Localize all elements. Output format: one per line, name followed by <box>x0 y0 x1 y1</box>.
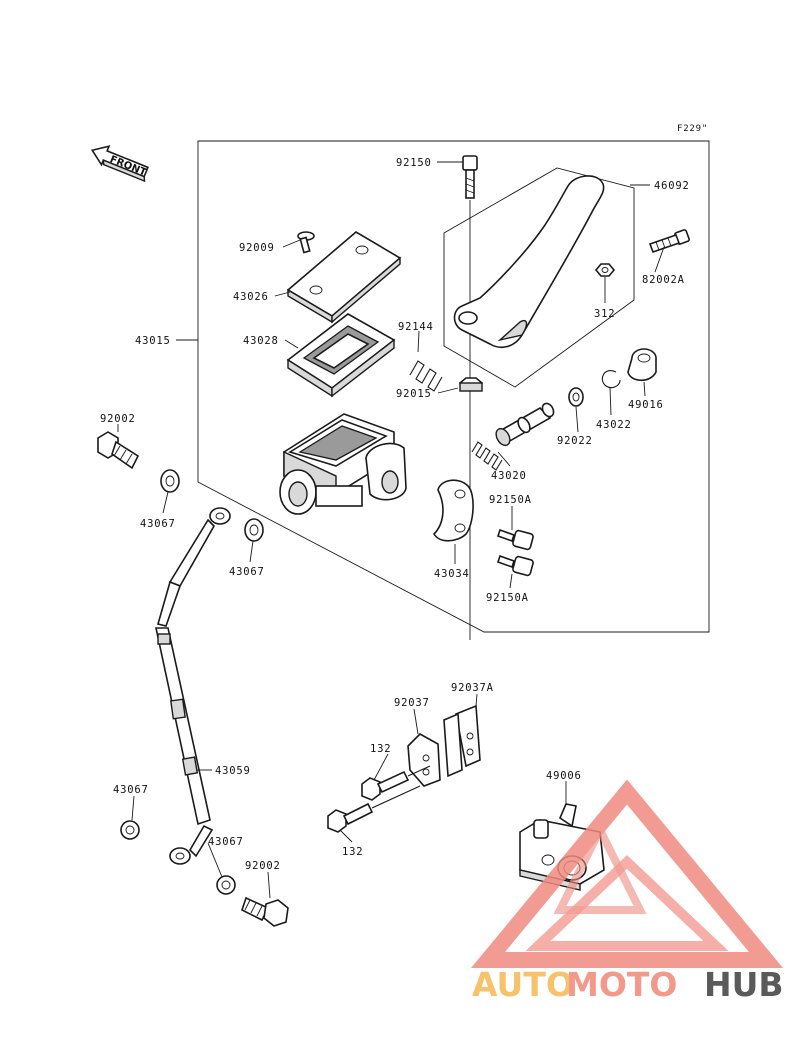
label-92002-upper: 92002 <box>100 413 136 425</box>
assembly-outline <box>197 140 710 633</box>
piston-washer <box>568 387 584 407</box>
label-43059: 43059 <box>215 765 251 777</box>
clamp-bolt-lower <box>496 554 534 577</box>
handlebar-clamp <box>432 479 474 542</box>
label-43034: 43034 <box>434 568 470 580</box>
label-43028: 43028 <box>243 335 279 347</box>
label-46092: 46092 <box>654 180 690 192</box>
label-43067-c: 43067 <box>113 784 149 796</box>
label-92015: 92015 <box>396 388 432 400</box>
label-49006: 49006 <box>546 770 582 782</box>
label-43067-a: 43067 <box>140 518 176 530</box>
label-43067-d: 43067 <box>208 836 244 848</box>
clamp-bolt-upper <box>496 528 534 551</box>
label-92150: 92150 <box>396 157 432 169</box>
copper-washer-c <box>120 820 140 840</box>
pivot-bolt <box>462 155 478 640</box>
dust-boot <box>627 348 657 382</box>
hose-bracket-b <box>407 733 441 787</box>
label-132-lower: 132 <box>342 846 363 858</box>
banjo-bolt-lower <box>241 896 289 927</box>
label-92037A: 92037A <box>451 682 494 694</box>
piston-kit <box>471 402 555 471</box>
bracket-bolt-lower <box>327 785 421 833</box>
label-92144: 92144 <box>398 321 434 333</box>
reservoir-diaphragm <box>286 313 396 398</box>
watermark-text-auto: AUTO <box>472 965 574 1004</box>
label-43020: 43020 <box>491 470 527 482</box>
part-labels: 92150 46092 92009 43026 82002A 43028 921… <box>100 157 690 872</box>
banjo-bolt-upper <box>97 431 140 470</box>
circlip <box>601 370 621 389</box>
watermark-text-hub: HUB <box>704 965 784 1004</box>
label-92037: 92037 <box>394 697 430 709</box>
leader-lines <box>117 161 665 899</box>
brake-hose <box>155 507 231 865</box>
watermark-text-moto: MOTO <box>566 965 677 1004</box>
front-arrow: FRONT <box>90 145 149 183</box>
reservoir-screw <box>297 231 315 254</box>
brake-lever <box>443 167 635 388</box>
label-92150A-upper: 92150A <box>489 494 532 506</box>
label-92150A-lower: 92150A <box>486 592 529 604</box>
hose-bracket-a <box>443 704 481 778</box>
label-43015: 43015 <box>135 335 171 347</box>
label-43022: 43022 <box>596 419 632 431</box>
label-43067-b: 43067 <box>229 566 265 578</box>
bracket-bolt-upper <box>361 765 431 801</box>
copper-washer-a <box>160 469 180 493</box>
label-49016: 49016 <box>628 399 664 411</box>
label-82002A: 82002A <box>642 274 685 286</box>
adjuster-bolt <box>648 229 690 254</box>
label-132-upper: 132 <box>370 743 391 755</box>
copper-washer-b <box>244 518 264 542</box>
master-cylinder-body <box>279 413 407 515</box>
label-92009: 92009 <box>239 242 275 254</box>
label-92002-lower: 92002 <box>245 860 281 872</box>
diagram-code: F229" <box>677 124 708 134</box>
pivot-nut <box>458 377 484 392</box>
copper-washer-d <box>216 875 236 895</box>
label-43026: 43026 <box>233 291 269 303</box>
watermark-logo <box>470 779 784 968</box>
reservoir-cap <box>286 231 402 324</box>
adjuster-nut <box>594 263 616 277</box>
label-312: 312 <box>594 308 615 320</box>
lever-spring <box>409 360 443 392</box>
label-92022: 92022 <box>557 435 593 447</box>
